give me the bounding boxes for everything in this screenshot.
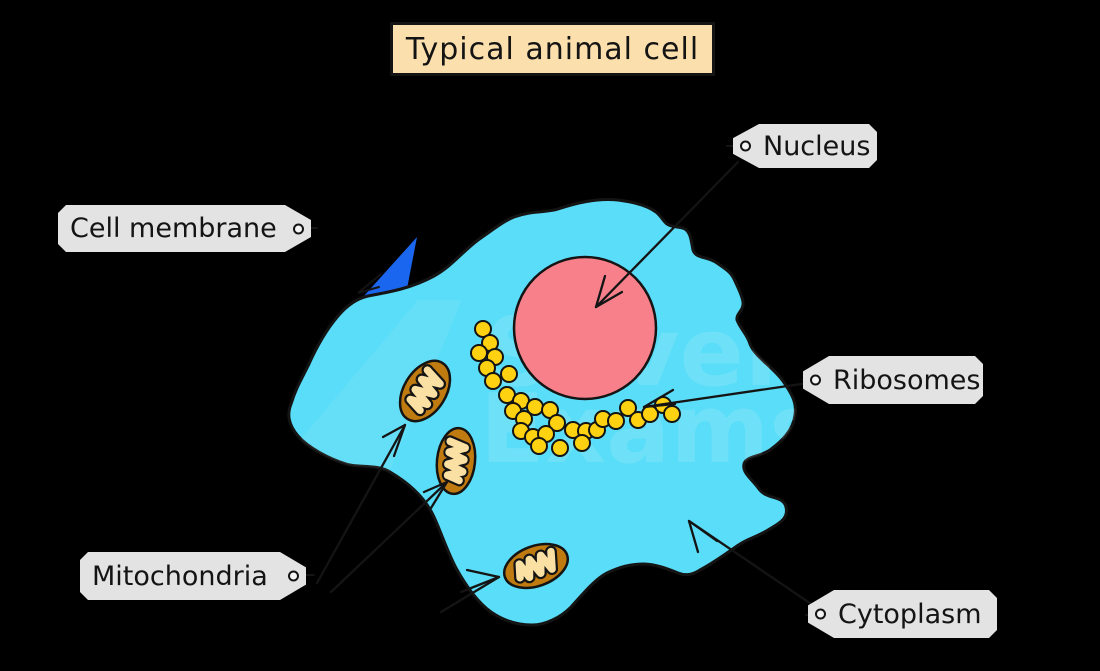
- cytoplasm-arrow: [687, 519, 822, 612]
- mitochondria-arrow-1: [315, 423, 407, 585]
- ribosome-dot: [484, 372, 502, 390]
- mitochondria-arrow-3-shaft: [439, 575, 501, 614]
- cell-membrane-arrowhead-icon: [357, 273, 382, 294]
- ribosome-dots: [470, 320, 681, 457]
- ribosome-dot: [573, 434, 591, 452]
- nucleus: [512, 255, 658, 401]
- tag-hole-icon: [740, 141, 751, 152]
- mitochondria-arrow-3: [439, 568, 501, 614]
- ribosome-dot: [474, 320, 492, 338]
- mitochondrion-cristae: [513, 545, 559, 584]
- label-cytoplasm-text: Cytoplasm: [838, 598, 982, 630]
- ribosome-dot: [500, 365, 518, 383]
- diagram-title: Typical animal cell: [390, 22, 715, 76]
- mitochondria-arrow-2-head: [422, 480, 449, 510]
- ribosome-dot: [663, 405, 681, 423]
- ribosome-dot: [619, 399, 637, 417]
- ribosomes-arrow: [642, 381, 810, 409]
- cristae-fill: [515, 547, 556, 582]
- mitochondrion: [398, 359, 452, 423]
- label-nucleus: Nucleus: [733, 124, 877, 168]
- cristae-fill: [406, 366, 444, 415]
- label-mitochondria: Mitochondria: [80, 552, 306, 600]
- mitochondria-arrow-2-shaft: [329, 480, 449, 594]
- label-cell-membrane: Cell membrane: [58, 205, 311, 252]
- mitochondrion: [435, 426, 477, 496]
- label-cell-membrane-text: Cell membrane: [70, 213, 277, 244]
- diagram-title-text: Typical animal cell: [405, 31, 700, 67]
- ribosome-dot: [530, 437, 548, 455]
- ribosome-dot: [607, 412, 625, 430]
- mitochondria-arrow-1-shaft: [315, 423, 407, 585]
- tag-hole-icon: [293, 223, 304, 234]
- ribosomes-arrow-head: [642, 388, 677, 409]
- label-ribosomes-text: Ribosomes: [833, 364, 981, 396]
- label-nucleus-text: Nucleus: [763, 130, 871, 162]
- tag-hole-icon: [815, 609, 826, 620]
- ribosome-dot: [470, 344, 488, 362]
- tag-hole-icon: [288, 571, 299, 582]
- mitochondrion-cristae: [404, 364, 447, 417]
- cytoplasm-arrow-head: [687, 519, 719, 554]
- cell-membrane-pointer-icon: [363, 237, 417, 297]
- ribosome-dot: [548, 414, 566, 432]
- label-cytoplasm: Cytoplasm: [808, 590, 997, 638]
- nucleus-arrow: [594, 160, 740, 309]
- mitochondrion: [502, 542, 570, 590]
- ribosome-dot: [551, 439, 569, 457]
- nucleus-arrow-head: [594, 274, 624, 309]
- tag-hole-icon: [810, 375, 821, 386]
- label-mitochondria-text: Mitochondria: [92, 560, 268, 592]
- mitochondria-arrow-3-head: [459, 568, 501, 594]
- mitochondrion-cristae: [441, 435, 471, 487]
- label-ribosomes: Ribosomes: [803, 356, 983, 404]
- ribosomes-arrow-shaft: [642, 381, 810, 409]
- mitochondria-arrow-1-head: [381, 423, 407, 458]
- mitochondria-arrow-2: [329, 480, 449, 594]
- nucleus-arrow-shaft: [594, 160, 740, 309]
- cristae-fill: [443, 437, 469, 485]
